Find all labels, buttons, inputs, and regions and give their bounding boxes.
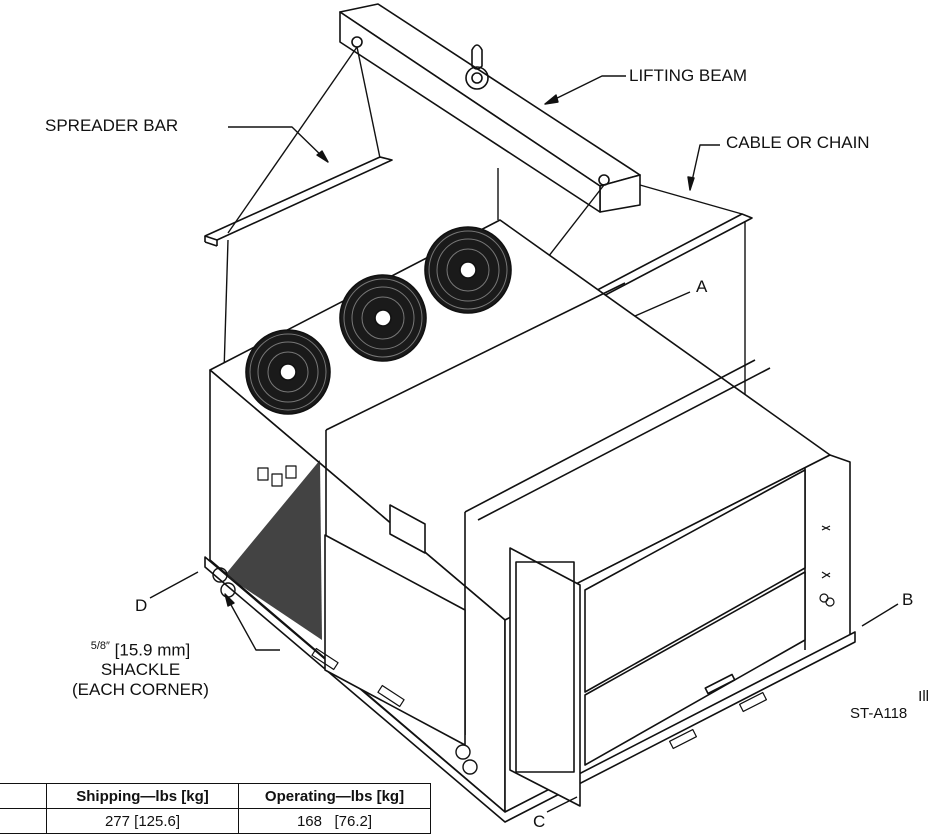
- shackle-fraction: 5/8″: [90, 640, 110, 652]
- table-row: 277 [125.6] 168 [76.2]: [0, 808, 431, 834]
- weights-table-cell-operating: 168 [76.2]: [238, 808, 431, 834]
- figure-tag-line1: Ill: [918, 688, 929, 705]
- corner-c-label: C: [533, 812, 546, 831]
- weights-table-header-operating: Operating—lbs [kg]: [238, 783, 431, 809]
- condenser-fan-3: [424, 226, 512, 314]
- lifting-beam-label: LIFTING BEAM: [629, 66, 748, 85]
- figure-tag-line2: ST-A118: [850, 705, 908, 723]
- weights-table-cell-shipping: 277 [125.6]: [46, 808, 239, 834]
- spreader-bar-left: [204, 156, 393, 247]
- spreader-bar-label: SPREADER BAR: [45, 116, 179, 135]
- condenser-fans: [245, 226, 512, 415]
- leader-lines: [149, 75, 899, 813]
- condenser-fan-1: [245, 329, 331, 415]
- corner-a-label: A: [696, 277, 708, 296]
- weights-table-cell-0: [0, 808, 47, 834]
- shackle-metric: [15.9 mm]: [114, 640, 191, 660]
- lifting-beam: [339, 3, 641, 213]
- shackle-callout: 5/8″ [15.9 mm] SHACKLE (EACH CORNER): [8, 640, 273, 699]
- corner-b-label: B: [902, 590, 914, 609]
- shackle-text: SHACKLE: [100, 660, 181, 680]
- condenser-fan-2: [339, 274, 427, 362]
- figure-tag: Ill ST-A118: [850, 688, 929, 723]
- cable-or-chain-label: CABLE OR CHAIN: [726, 133, 870, 152]
- rooftop-unit: [204, 219, 856, 823]
- weights-table-header-row: Shipping—lbs [kg] Operating—lbs [kg]: [0, 783, 431, 809]
- corner-shackles: [212, 567, 478, 775]
- weights-table-header-shipping: Shipping—lbs [kg]: [46, 783, 239, 809]
- weights-table-header-0: [0, 783, 47, 809]
- shackle-size: 5/8″ [15.9 mm]: [8, 640, 273, 660]
- corner-d-label: D: [135, 596, 148, 615]
- weights-table: Shipping—lbs [kg] Operating—lbs [kg] 277…: [0, 783, 431, 834]
- each-corner-text: (EACH CORNER): [72, 679, 209, 699]
